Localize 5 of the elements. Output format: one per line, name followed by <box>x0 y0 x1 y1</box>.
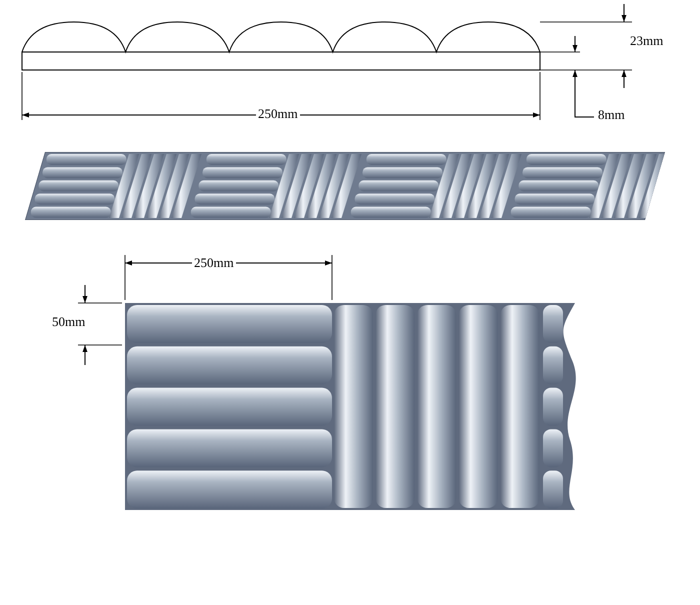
dimension-label: 8mm <box>596 108 627 122</box>
dimension-label: 250mm <box>256 107 300 121</box>
dimension-label: 50mm <box>50 315 88 329</box>
dimension-label: 250mm <box>192 256 236 270</box>
dimension-label: 23mm <box>628 34 666 48</box>
